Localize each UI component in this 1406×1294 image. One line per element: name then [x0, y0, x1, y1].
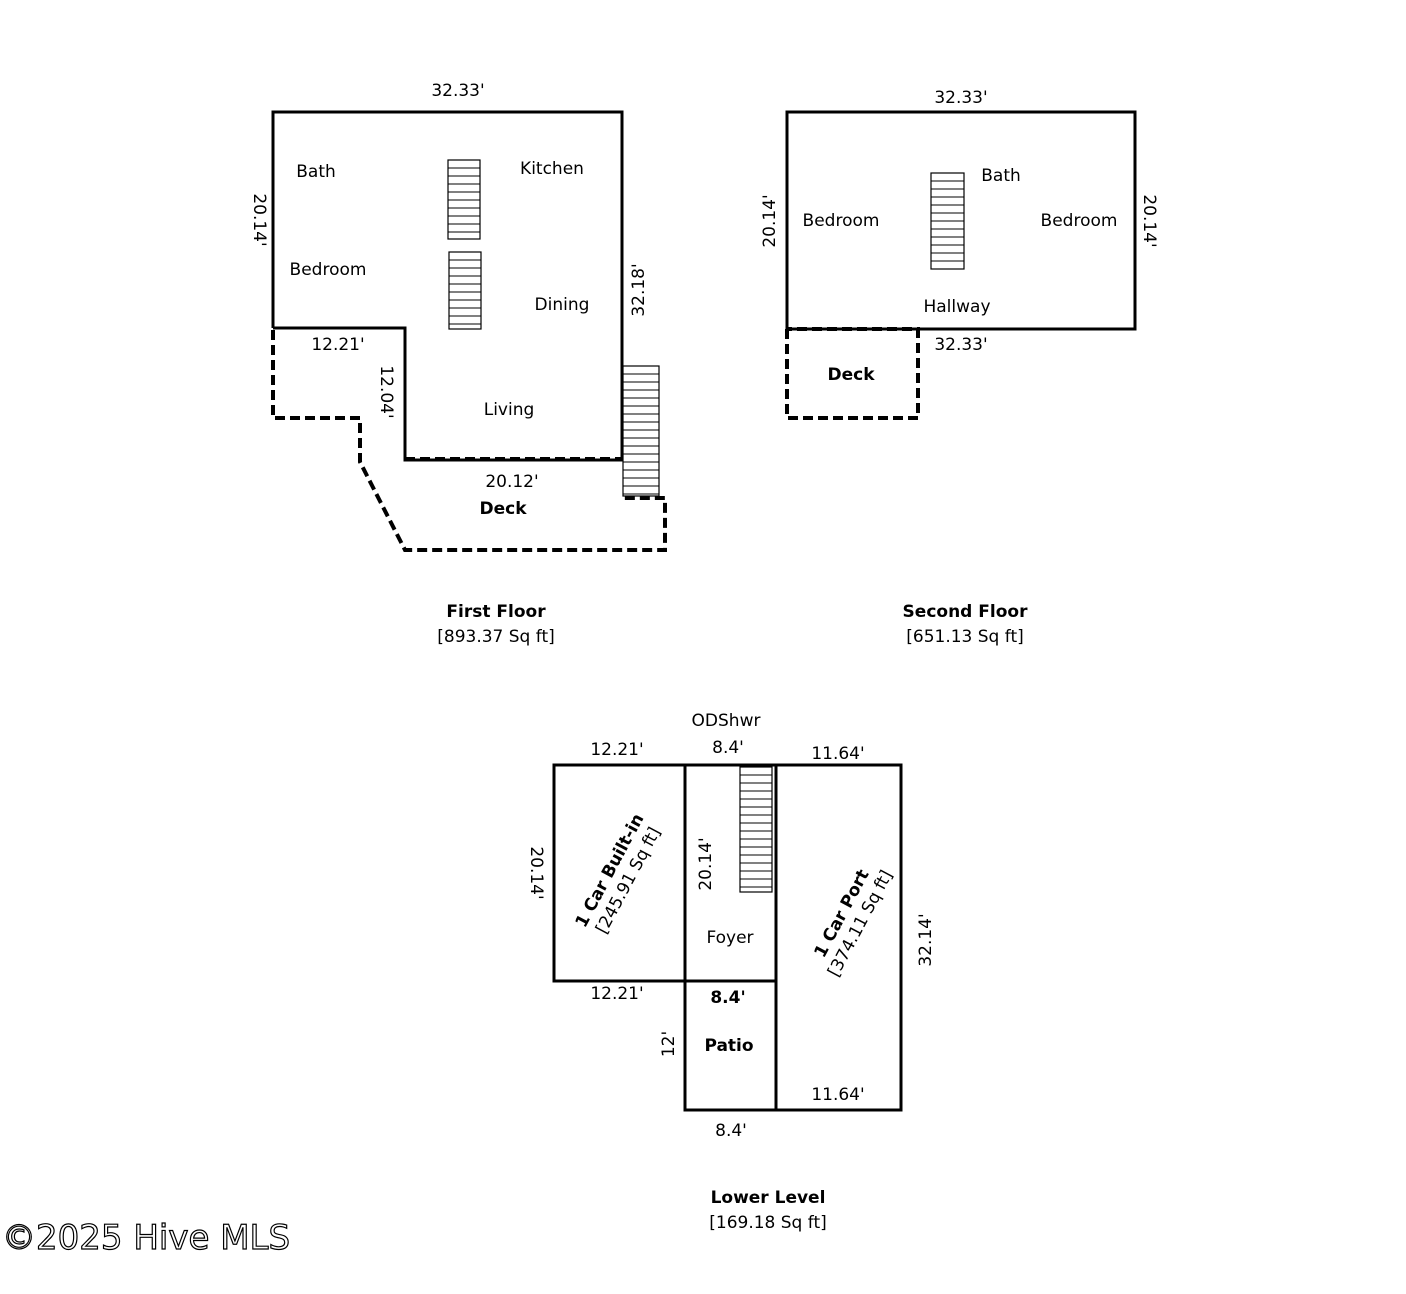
lower-level-area: [169.18 Sq ft]: [709, 1213, 827, 1233]
carport-walls: [774, 763, 903, 1112]
first-floor-stair-lower: [448, 251, 482, 330]
second-floor-dim-left: 20.14': [760, 194, 780, 247]
lower-dim-garage-left: 20.14': [526, 846, 546, 899]
second-floor-area: [651.13 Sq ft]: [906, 627, 1024, 647]
first-floor-dim-top: 32.33': [431, 81, 484, 101]
room-kitchen: Kitchen: [520, 159, 584, 179]
first-floor-stair-upper: [447, 159, 481, 240]
lower-dim-patio-top: 8.4': [710, 988, 745, 1008]
lower-dim-foyer-top: 8.4': [712, 738, 744, 758]
second-floor-dim-top: 32.33': [934, 88, 987, 108]
room-foyer: Foyer: [706, 928, 753, 948]
lower-dim-carport-bottom: 11.64': [811, 1085, 864, 1105]
second-floor-deck: [785, 327, 920, 420]
lower-dim-garage-top: 12.21': [590, 740, 643, 760]
lower-dim-patio-bottom: 8.4': [715, 1121, 747, 1141]
first-floor-deck-left: [271, 330, 667, 552]
second-floor-plan: 32.33' 20.14' 20.14' 32.33' Bedroom Bath…: [760, 88, 1159, 647]
lower-level-title: Lower Level: [711, 1188, 826, 1208]
first-floor-dim-deck-top: 12.21': [311, 335, 364, 355]
room-hallway: Hallway: [923, 297, 990, 317]
lower-dim-patio-left: 12': [659, 1031, 679, 1057]
room-bedroom-left: Bedroom: [803, 211, 880, 231]
lower-level-stair: [739, 766, 773, 893]
first-floor-dim-deck-bottom: 20.12': [485, 472, 538, 492]
first-floor-area: [893.37 Sq ft]: [437, 627, 555, 647]
room-deck: Deck: [827, 365, 875, 385]
room-deck: Deck: [479, 499, 527, 519]
lower-dim-foyer-side: 20.14': [696, 837, 716, 890]
first-floor-plan: 32.33' 20.14' 32.18' 12.21' 12.04' 20.12…: [249, 81, 667, 647]
lower-dim-carport-top: 11.64': [811, 744, 864, 764]
first-floor-dim-deck-side: 12.04': [376, 365, 396, 418]
room-bedroom-right: Bedroom: [1041, 211, 1118, 231]
second-floor-dim-right: 20.14': [1139, 194, 1159, 247]
second-floor-walls: [785, 110, 1137, 331]
room-bath: Bath: [296, 162, 336, 182]
room-garage-label: 1 Car Built-in [245.91 Sq ft]: [572, 811, 665, 938]
first-floor-dim-right: 32.18': [629, 263, 649, 316]
room-carport-label: 1 Car Port [374.11 Sq ft]: [811, 866, 897, 980]
watermark: ©2025 Hive MLS: [2, 1218, 290, 1258]
first-floor-exterior-stair: [622, 365, 660, 497]
second-floor-title: Second Floor: [903, 602, 1029, 622]
first-floor-title: First Floor: [446, 602, 546, 622]
lower-label-odshwr: ODShwr: [692, 711, 761, 731]
second-floor-dim-bottom: 32.33': [934, 335, 987, 355]
room-bedroom: Bedroom: [290, 260, 367, 280]
lower-dim-carport-right: 32.14': [916, 913, 936, 966]
second-floor-stair: [930, 172, 965, 270]
room-bath: Bath: [981, 166, 1021, 186]
room-living: Living: [484, 400, 535, 420]
room-dining: Dining: [535, 295, 590, 315]
first-floor-dim-left: 20.14': [249, 193, 269, 246]
lower-dim-garage-bottom: 12.21': [590, 984, 643, 1004]
lower-level-plan: ODShwr 12.21' 8.4' 11.64' 20.14' 20.14' …: [526, 711, 936, 1233]
room-patio: Patio: [704, 1036, 753, 1056]
